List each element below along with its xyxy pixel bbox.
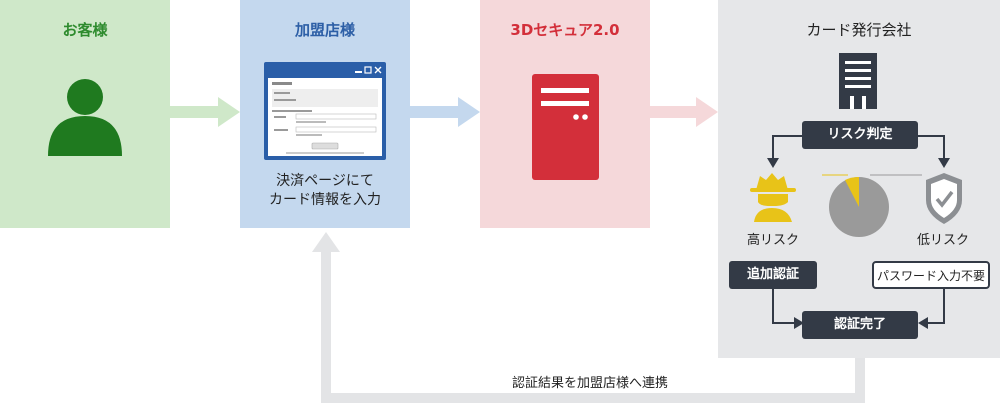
person-icon (48, 79, 122, 156)
spy-icon (750, 173, 796, 222)
return-flow-arrow (312, 232, 865, 403)
arrow-merchant-to-secure (410, 97, 480, 127)
issuer-title: カード発行会社 (806, 21, 912, 39)
auth-complete-box: 認証完了 (802, 311, 918, 339)
merchant-caption-line2: カード情報を入力 (269, 192, 381, 208)
arrowhead-to-complete-right (918, 317, 928, 329)
merchant-caption-line1: 決済ページにて (276, 173, 374, 189)
branch-arrowhead-high (767, 158, 779, 168)
arrow-secure-to-issuer (650, 97, 718, 127)
arrow-no-password-to-complete (926, 288, 945, 324)
branch-arrow-high (772, 135, 802, 160)
no-password-box: パスワード入力不要 (872, 261, 990, 289)
risk-judgement-box: リスク判定 (802, 121, 918, 149)
risk-ratio-pie (822, 174, 922, 237)
customer-title: お客様 (62, 21, 108, 39)
branch-arrow-low (918, 135, 945, 160)
building-icon (839, 53, 877, 109)
shield-icon (926, 173, 962, 224)
arrowhead-to-complete-left (794, 317, 804, 329)
arrow-additional-to-complete (772, 288, 796, 324)
server-icon (532, 74, 599, 180)
high-risk-label: 高リスク (746, 233, 799, 248)
merchant-title: 加盟店様 (294, 21, 355, 39)
secure-panel: 3Dセキュア2.0 (480, 0, 650, 228)
secure-title: 3Dセキュア2.0 (510, 21, 620, 39)
low-risk-label: 低リスク (916, 233, 969, 248)
browser-window-icon (264, 62, 386, 160)
branch-arrowhead-low (938, 158, 950, 168)
additional-auth-box: 追加認証 (729, 261, 817, 289)
return-flow-label: 認証結果を加盟店様へ連携 (511, 376, 668, 391)
arrow-customer-to-merchant (170, 97, 240, 127)
